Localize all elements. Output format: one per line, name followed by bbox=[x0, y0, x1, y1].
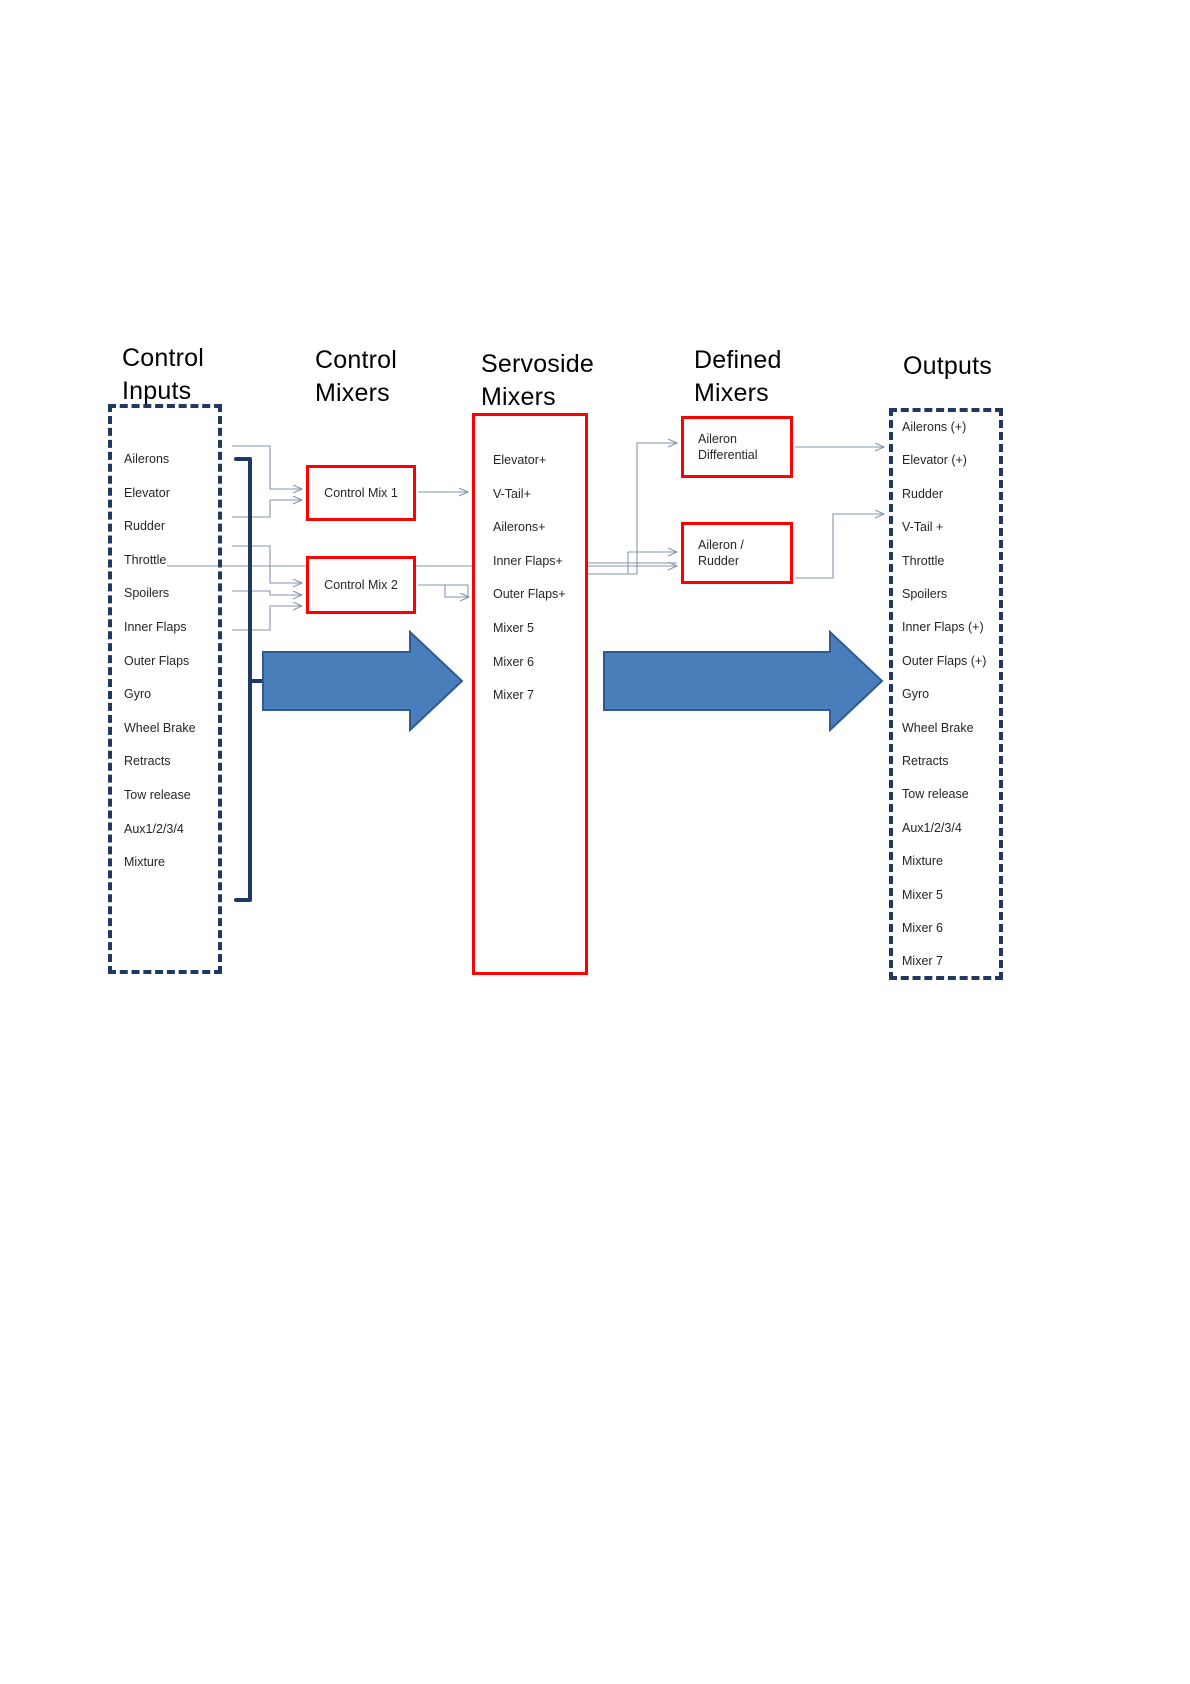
servoside-mixer-item[interactable]: Mixer 5 bbox=[493, 621, 534, 635]
block-arrow-inputs-to-servoside bbox=[262, 629, 464, 733]
control-input-item[interactable]: Retracts bbox=[124, 754, 171, 769]
output-item[interactable]: Mixer 6 bbox=[902, 921, 943, 935]
control-input-item[interactable]: Inner Flaps bbox=[124, 620, 187, 634]
control-input-item[interactable]: Spoilers bbox=[124, 586, 170, 601]
connector-elevator-to-mix1 bbox=[232, 500, 302, 518]
outputs-container bbox=[889, 408, 1003, 980]
control-inputs-container bbox=[108, 404, 222, 974]
output-item[interactable]: Wheel Brake bbox=[902, 720, 974, 735]
output-item[interactable]: Throttle bbox=[902, 553, 945, 568]
servoside-mixer-item[interactable]: Elevator+ bbox=[493, 453, 547, 467]
column-heading-outputs: Outputs bbox=[903, 352, 992, 380]
output-item[interactable]: Aux1/2/3/4 bbox=[902, 820, 962, 835]
servoside-mixer-item[interactable]: Outer Flaps+ bbox=[493, 587, 566, 602]
servoside-mixer-item[interactable]: Mixer 7 bbox=[493, 688, 534, 703]
connector-mix2-out bbox=[418, 584, 469, 597]
connector-innerflaps-to-mix2 bbox=[232, 606, 302, 631]
output-item[interactable]: Tow release bbox=[902, 787, 969, 802]
output-item[interactable]: Mixture bbox=[902, 854, 943, 869]
output-item[interactable]: V-Tail + bbox=[902, 520, 944, 535]
output-item[interactable]: Elevator (+) bbox=[902, 453, 967, 468]
servoside-mixers-container bbox=[472, 413, 588, 975]
connector-servoside-tap bbox=[588, 562, 677, 575]
output-item[interactable]: Retracts bbox=[902, 754, 949, 768]
output-item[interactable]: Spoilers bbox=[902, 587, 948, 601]
column-heading-defined-mixers: Defined Mixers bbox=[694, 346, 782, 407]
column-heading-servoside-mixers: Servoside Mixers bbox=[481, 350, 594, 411]
output-item[interactable]: Ailerons (+) bbox=[902, 420, 967, 434]
input-group-bracket bbox=[234, 457, 268, 902]
output-item[interactable]: Rudder bbox=[902, 486, 943, 501]
aileron-rudder-block[interactable]: Aileron / Rudder bbox=[681, 522, 793, 584]
output-item[interactable]: Inner Flaps (+) bbox=[902, 620, 984, 635]
control-input-item[interactable]: Gyro bbox=[124, 687, 152, 702]
connector-servoside-to-aileron-rudder bbox=[588, 552, 677, 575]
control-input-item[interactable]: Mixture bbox=[124, 855, 165, 870]
block-arrow-servoside-to-outputs bbox=[603, 629, 884, 733]
control-input-item[interactable]: Throttle bbox=[124, 552, 167, 567]
connector-aileron-rudder-to-outputs bbox=[795, 514, 884, 579]
output-item[interactable]: Mixer 7 bbox=[902, 954, 943, 969]
output-item[interactable]: Gyro bbox=[902, 687, 930, 702]
control-input-item[interactable]: Wheel Brake bbox=[124, 720, 196, 735]
control-input-item[interactable]: Elevator bbox=[124, 485, 170, 500]
column-heading-control-inputs: Control Inputs bbox=[122, 344, 204, 405]
control-input-item[interactable]: Tow release bbox=[124, 788, 191, 802]
aileron-differential-block[interactable]: Aileron Differential bbox=[681, 416, 793, 478]
control-input-item[interactable]: Aux1/2/3/4 bbox=[124, 821, 184, 836]
connector-mix2-to-servoside bbox=[418, 584, 469, 597]
servoside-mixer-item[interactable]: V-Tail+ bbox=[493, 486, 531, 501]
connector-throttle-to-mix2 bbox=[232, 545, 302, 583]
servoside-mixer-item[interactable]: Ailerons+ bbox=[493, 520, 546, 535]
column-heading-control-mixers: Control Mixers bbox=[315, 346, 397, 407]
servoside-mixer-item[interactable]: Inner Flaps+ bbox=[493, 553, 563, 568]
output-item[interactable]: Mixer 5 bbox=[902, 887, 943, 902]
control-mix-1-block[interactable]: Control Mix 1 bbox=[306, 465, 416, 521]
connector-servoside-to-aileron-differential bbox=[588, 443, 677, 564]
control-input-item[interactable]: Rudder bbox=[124, 519, 165, 534]
control-mix-2-block[interactable]: Control Mix 2 bbox=[306, 556, 416, 614]
connector-spoilers-to-mix2 bbox=[232, 590, 302, 595]
control-input-item[interactable]: Ailerons bbox=[124, 452, 170, 466]
servoside-mixer-item[interactable]: Mixer 6 bbox=[493, 654, 534, 669]
control-input-item[interactable]: Outer Flaps bbox=[124, 653, 190, 668]
output-item[interactable]: Outer Flaps (+) bbox=[902, 653, 987, 668]
connector-ailerons-to-mix1 bbox=[232, 445, 302, 489]
